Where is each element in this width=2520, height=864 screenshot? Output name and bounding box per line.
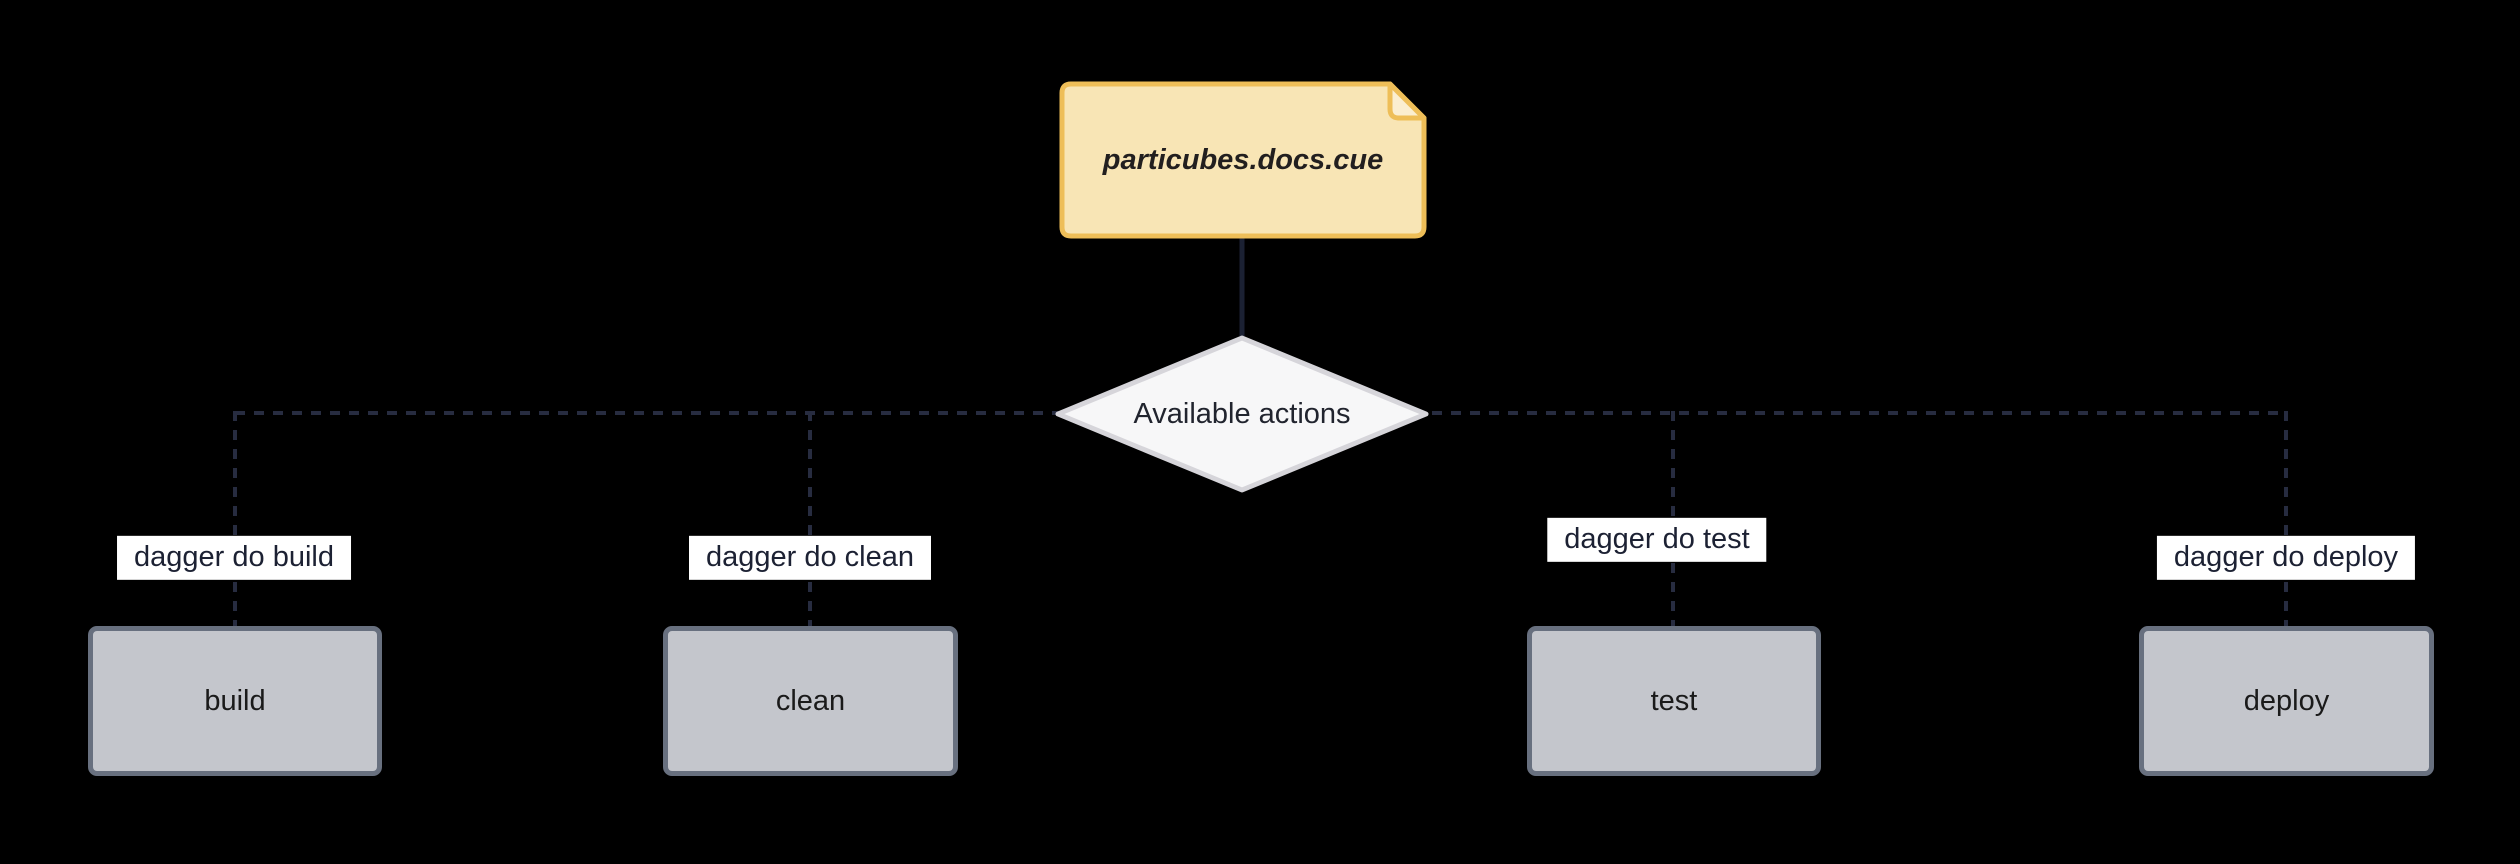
document-node-shape (1059, 81, 1427, 239)
source-file-node-label: particubes.docs.cue (1102, 143, 1384, 176)
edge-label-dagger-do-clean: dagger do clean (689, 535, 931, 581)
edge-label-dagger-do-build: dagger do build (117, 535, 351, 581)
action-node-deploy: deploy (2139, 626, 2434, 776)
action-node-deploy-label: deploy (2243, 684, 2330, 717)
decision-diamond-shape (1055, 335, 1429, 493)
action-node-test: test (1527, 626, 1821, 776)
edge-label-dagger-do-test: dagger do test (1547, 517, 1767, 563)
decision-node-label: Available actions (1133, 397, 1351, 430)
edge-label-dagger-do-deploy: dagger do deploy (2156, 535, 2416, 581)
edge-dashed-line-build (233, 411, 237, 627)
action-node-build: build (88, 626, 382, 776)
action-node-clean-label: clean (775, 684, 846, 717)
action-node-clean: clean (663, 626, 958, 776)
edge-dashed-line-deploy (2284, 411, 2288, 627)
edge-dashed-line-clean (808, 411, 812, 627)
action-node-build-label: build (204, 684, 266, 717)
action-node-test-label: test (1650, 684, 1698, 717)
document-fold-corner (1387, 81, 1427, 121)
